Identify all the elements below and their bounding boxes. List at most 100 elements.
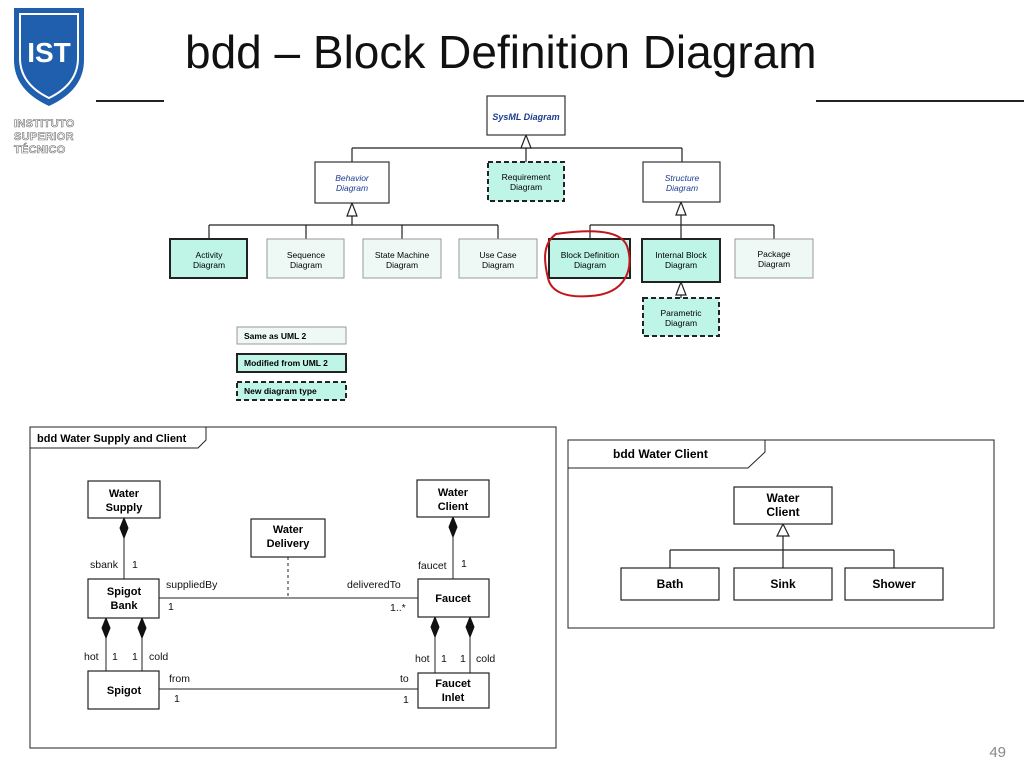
box-use-case-diagram: Use Case Diagram [458,238,538,279]
svg-text:Water: Water [438,487,469,499]
svg-text:Faucet: Faucet [435,593,471,605]
svg-text:hot: hot [415,653,430,665]
svg-text:Diagram: Diagram [574,260,606,270]
legend-new: New diagram type [244,386,317,396]
block-water-delivery: Water Delivery [250,518,326,558]
block-shower: Shower [844,567,944,601]
svg-text:1: 1 [168,601,174,613]
block-water-supply: Water Supply [87,480,161,519]
svg-text:Diagram: Diagram [758,259,790,269]
block-sink: Sink [733,567,833,601]
svg-text:Spigot: Spigot [107,685,142,697]
supply-frame-title: bdd Water Supply and Client [37,433,187,445]
title-rule-left [96,100,164,102]
client-generalization [669,536,895,568]
svg-text:State Machine: State Machine [375,250,430,260]
svg-text:from: from [169,673,190,685]
box-package-diagram: Package Diagram [734,238,814,279]
diamond-water-supply [119,516,129,540]
client-arrowhead [776,522,790,537]
block-faucet-inlet: Faucet Inlet [417,672,490,709]
svg-text:1: 1 [132,651,138,663]
behavior-arrowhead [346,201,358,217]
svg-text:Diagram: Diagram [193,260,225,270]
svg-text:suppliedBy: suppliedBy [166,579,218,591]
taxonomy-arrowheads [346,133,687,296]
svg-text:Diagram: Diagram [290,260,322,270]
composition-diamonds [101,515,475,640]
box-internal-block-diagram: Internal Block Diagram [641,238,721,283]
svg-text:deliveredTo: deliveredTo [347,579,401,591]
svg-text:faucet: faucet [418,560,447,572]
box-structure-diagram: Structure Diagram [642,161,721,203]
ibd-arrowhead [675,280,687,296]
structure-arrowhead [675,200,687,216]
box-requirement-diagram: Requirement Diagram [487,161,565,202]
diamond-inlet-hot [430,615,440,639]
svg-text:Bath: Bath [657,577,684,591]
svg-text:Sink: Sink [770,577,796,591]
svg-text:Structure: Structure [665,173,700,183]
svg-text:Supply: Supply [106,502,144,514]
logo-line-3: TÉCNICO [14,144,66,157]
box-parametric-diagram: Parametric Diagram [642,297,720,337]
box-state-machine-diagram: State Machine Diagram [362,238,442,279]
institute-logo: IST [14,8,84,106]
block-faucet: Faucet [417,578,490,618]
block-spigot-bank: Spigot Bank [87,578,160,619]
block-bath: Bath [620,567,720,601]
svg-text:Diagram: Diagram [666,183,698,193]
svg-text:cold: cold [149,651,168,663]
svg-text:Diagram: Diagram [510,182,542,192]
block-water-client-parent: Water Client [733,486,833,525]
diamond-water-client [448,515,458,539]
svg-text:Delivery: Delivery [267,538,311,550]
water-client-diagram: bdd Water Client Water Client Bath Sink … [567,439,995,629]
svg-text:Diagram: Diagram [665,260,697,270]
logo-shield [14,8,84,106]
svg-text:1: 1 [461,558,467,570]
svg-text:Diagram: Diagram [665,318,697,328]
legend-modified: Modified from UML 2 [244,358,328,368]
box-behavior-diagram: Behavior Diagram [314,161,390,204]
svg-text:Block Definition: Block Definition [561,250,620,260]
svg-text:Parametric: Parametric [660,308,702,318]
svg-text:1: 1 [132,559,138,571]
svg-text:Bank: Bank [111,600,139,612]
logo-line-1: INSTITUTO [14,118,75,131]
svg-text:to: to [400,673,409,685]
diamond-spigot-hot [101,616,111,640]
title-rule-right [816,100,1024,102]
svg-text:sbank: sbank [90,559,119,571]
taxonomy-legend: Same as UML 2 Modified from UML 2 New di… [236,326,347,401]
box-sysml-diagram: SysML Diagram [486,95,566,136]
svg-text:1: 1 [112,651,118,663]
svg-text:1: 1 [403,694,409,706]
bdd-highlight-circle [544,230,631,298]
svg-text:Spigot: Spigot [107,586,142,598]
root-arrowhead [520,133,532,149]
sysml-taxonomy: SysML Diagram Behavior Diagram Requireme… [169,95,814,401]
svg-text:Faucet: Faucet [435,678,471,690]
box-behavior-label-1: Behavior [335,173,370,183]
slide-number: 49 [989,744,1006,761]
taxonomy-connectors [208,147,775,298]
svg-text:Package: Package [757,249,790,259]
supply-frame-tab [30,427,207,449]
box-block-definition-diagram: Block Definition Diagram [548,238,631,279]
client-frame-title: bdd Water Client [613,447,708,461]
svg-text:1: 1 [441,653,447,665]
svg-text:Client: Client [438,501,469,513]
svg-text:1: 1 [174,693,180,705]
svg-text:1: 1 [460,653,466,665]
block-water-client-top: Water Client [416,479,490,518]
logo-text: INSTITUTO SUPERIOR TÉCNICO [14,118,90,157]
svg-text:Shower: Shower [872,577,916,591]
svg-text:Water: Water [109,488,140,500]
legend-same: Same as UML 2 [244,331,306,341]
logo-emblem-text: IST [27,37,71,68]
svg-text:Internal Block: Internal Block [655,250,707,260]
client-frame-tab [568,440,766,469]
svg-text:Diagram: Diagram [386,260,418,270]
svg-text:hot: hot [84,651,99,663]
